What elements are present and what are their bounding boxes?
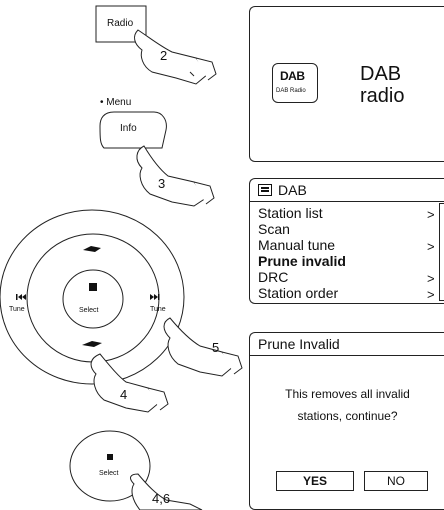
dab-logo-mark: DAB (280, 69, 305, 83)
screen-title-line1: DAB (360, 63, 404, 85)
prune-message-line1: This removes all invalid (250, 383, 444, 405)
step-number-3: 3 (158, 176, 165, 191)
menu-scrollbar[interactable] (439, 203, 444, 301)
step-number-4: 4 (120, 387, 127, 402)
stop-icon (89, 283, 97, 291)
step-number-2: 2 (160, 48, 167, 63)
menu-item-station-order[interactable]: Station order (258, 285, 338, 301)
yes-button[interactable]: YES (276, 471, 354, 491)
instruction-illustrations (0, 0, 250, 510)
tune-right-label[interactable]: Tune (150, 306, 166, 313)
step-number-5: 5 (212, 340, 219, 355)
dab-logo-caption: DAB Radio (276, 88, 306, 94)
dab-logo: DAB DAB Radio (272, 63, 318, 103)
screen-dab-radio: DAB DAB Radio DAB radio (249, 6, 444, 162)
tune-left-label[interactable]: Tune (9, 306, 25, 313)
menu-item-station-list[interactable]: Station list (258, 205, 323, 221)
menu-header: DAB (250, 179, 444, 202)
menu-header-title: DAB (278, 182, 307, 198)
step-number-4-6: 4,6 (152, 491, 170, 506)
screen-title: DAB radio (360, 63, 404, 107)
prune-message-line2: stations, continue? (250, 405, 444, 427)
screen-prune-invalid: Prune Invalid This removes all invalid s… (249, 332, 444, 510)
menu-item-manual-tune[interactable]: Manual tune (258, 237, 335, 253)
hand-pointer-1 (135, 30, 216, 84)
hand-pointer-2 (137, 146, 214, 206)
prune-header-title: Prune Invalid (258, 336, 340, 352)
menu-item-prune-invalid[interactable]: Prune invalid (258, 253, 346, 269)
menu-item-arrow: > (427, 207, 435, 222)
info-button-label[interactable]: Info (120, 123, 137, 134)
menu-item-scan[interactable]: Scan (258, 221, 290, 237)
menu-item-arrow: > (427, 239, 435, 254)
radio-button-label[interactable]: Radio (107, 18, 133, 29)
select-button-label[interactable]: Select (99, 470, 118, 477)
screen-dab-menu: DAB Station list > Scan Manual tune > Pr… (249, 178, 444, 304)
menu-item-arrow: > (427, 287, 435, 302)
menu-item-drc[interactable]: DRC (258, 269, 288, 285)
wheel-select-label[interactable]: Select (79, 307, 98, 314)
menu-list-icon (258, 184, 272, 196)
no-button[interactable]: NO (364, 471, 428, 491)
hand-pointer-3 (164, 318, 242, 376)
select-stop-icon (107, 454, 113, 460)
prune-header: Prune Invalid (250, 333, 444, 356)
screen-title-line2: radio (360, 85, 404, 107)
menu-item-arrow: > (427, 271, 435, 286)
menu-label: • Menu (100, 97, 131, 108)
